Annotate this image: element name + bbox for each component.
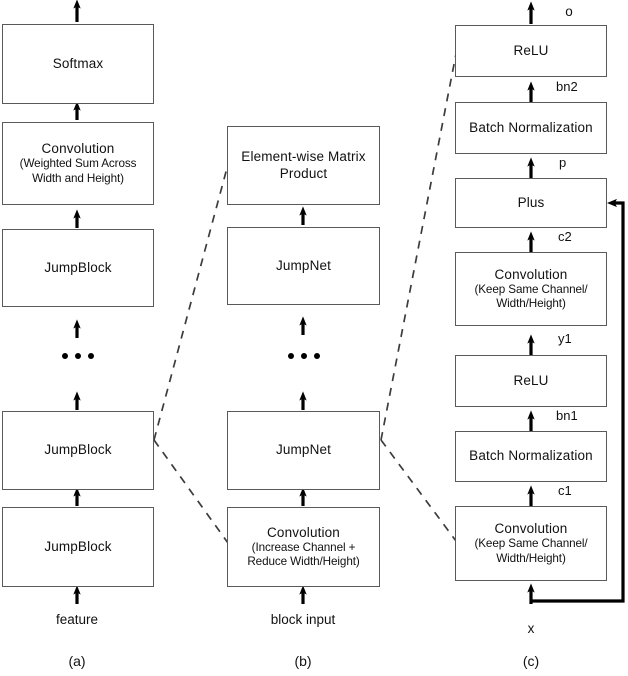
box-sublabel-1: (Keep Same Channel/ (474, 537, 588, 551)
edge-label-bn1: bn1 (556, 408, 578, 423)
ellipsis-column-b (288, 353, 320, 359)
caption-column-a: (a) (68, 653, 86, 669)
caption-column-b: (b) (294, 653, 312, 669)
box-b-convolution[interactable]: Convolution (Increase Channel + Reduce W… (227, 507, 380, 587)
box-label: JumpBlock (44, 259, 112, 275)
box-label: Batch Normalization (469, 448, 593, 464)
box-c-batch-normalization-1[interactable]: Batch Normalization (455, 431, 607, 482)
edge-label-c1: c1 (558, 483, 572, 498)
box-c-relu-2[interactable]: ReLU (455, 25, 607, 77)
box-b-elementwise-product[interactable]: Element-wise Matrix Product (227, 126, 380, 205)
box-b-jumpnet-1[interactable]: JumpNet (227, 411, 380, 490)
box-label: Element-wise Matrix (241, 149, 366, 165)
expand-connector-a-to-b (153, 167, 229, 544)
box-label: Convolution (494, 521, 568, 536)
box-b-jumpnet-2[interactable]: JumpNet (227, 227, 380, 305)
box-sublabel-2: Width and Height) (32, 171, 124, 185)
box-c-batch-normalization-2[interactable]: Batch Normalization (455, 102, 607, 154)
box-sublabel-1: (Increase Channel + (251, 540, 356, 554)
input-label-block-input: block input (270, 612, 336, 627)
box-label: JumpNet (275, 257, 332, 273)
ellipsis-column-a (62, 353, 94, 359)
box-sublabel-2: Width/Height) (496, 297, 566, 311)
box-sublabel-1: Product (279, 165, 328, 181)
box-a-jumpblock-2[interactable]: JumpBlock (2, 411, 154, 490)
box-label: Softmax (52, 55, 104, 71)
box-a-jumpblock-1[interactable]: JumpBlock (2, 507, 154, 587)
box-label: JumpBlock (44, 442, 112, 458)
box-label: Convolution (267, 524, 340, 540)
box-label: ReLU (513, 372, 549, 388)
box-label: ReLU (513, 42, 549, 58)
box-label: Plus (517, 194, 545, 210)
output-label-o: o (565, 4, 573, 19)
box-sublabel-2: Reduce Width/Height) (247, 555, 360, 569)
box-sublabel-2: Width/Height) (496, 551, 566, 565)
box-a-jumpblock-3[interactable]: JumpBlock (2, 229, 154, 307)
box-label: Convolution (41, 141, 115, 156)
box-label: JumpNet (275, 442, 332, 458)
expand-connector-b-to-c (380, 53, 457, 542)
caption-column-c: (c) (522, 653, 540, 669)
input-label-feature: feature (55, 612, 99, 627)
input-label-x: x (527, 621, 535, 636)
edge-label-c2: c2 (558, 229, 572, 244)
edge-label-p: p (559, 155, 567, 170)
box-label: Batch Normalization (469, 119, 593, 135)
edge-label-bn2: bn2 (556, 79, 578, 94)
box-c-relu-1[interactable]: ReLU (455, 355, 607, 407)
box-sublabel-1: (Weighted Sum Across (19, 157, 137, 171)
box-a-softmax[interactable]: Softmax (2, 24, 154, 104)
box-sublabel-1: (Keep Same Channel/ (474, 282, 588, 296)
box-label: JumpBlock (44, 538, 112, 554)
box-label: Convolution (494, 266, 568, 282)
box-c-convolution-1[interactable]: Convolution (Keep Same Channel/ Width/He… (455, 506, 607, 581)
box-a-convolution[interactable]: Convolution (Weighted Sum Across Width a… (2, 122, 154, 205)
box-c-plus[interactable]: Plus (455, 178, 607, 228)
box-c-convolution-2[interactable]: Convolution (Keep Same Channel/ Width/He… (455, 252, 607, 326)
edge-label-y1: y1 (558, 331, 572, 346)
